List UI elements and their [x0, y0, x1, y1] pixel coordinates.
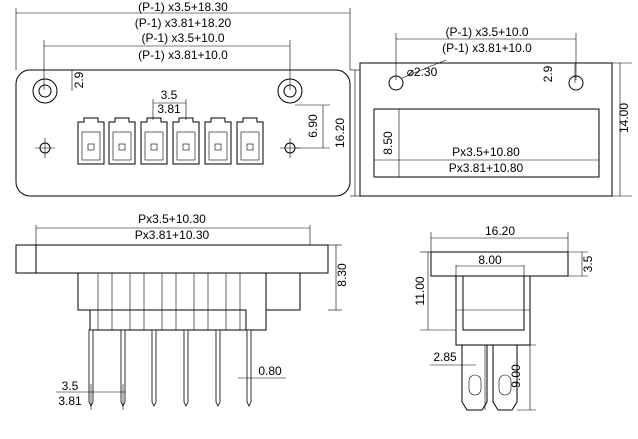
front-dim-side-offset: 6.90: [306, 114, 320, 138]
bottom-dim-width-381: Px3.81+10.30: [135, 228, 210, 242]
cutout-dim-holes-35: (P-1) x3.5+10.0: [445, 25, 528, 39]
side-dim-pin-off: 2.85: [433, 350, 457, 364]
front-view: (P-1) x3.5+18.30 (P-1) x3.81+18.20 (P-1)…: [15, 0, 360, 197]
mount-hole-right: [277, 78, 303, 104]
bottom-pins: [88, 329, 252, 407]
bottom-view: Px3.5+10.30 Px3.81+10.30 8.30: [15, 212, 349, 410]
bottom-housing: [15, 244, 329, 331]
front-dim-pitch-381: 3.81: [157, 102, 181, 116]
cutout-dim-hole-dia: ⌀2.30: [407, 65, 438, 79]
front-dim-overall-381: (P-1) x3.81+18.20: [135, 16, 232, 30]
panel-cutout-view: (P-1) x3.5+10.0 (P-1) x3.81+10.0 ⌀2.30 2…: [359, 25, 632, 197]
front-dim-pitch-35: 3.5: [161, 88, 178, 102]
side-view: 16.20 8.00 3.5 11.00 9.00 2.85: [413, 224, 595, 411]
side-pin-left: [461, 345, 488, 411]
mount-hole-left: [32, 78, 58, 104]
side-dim-width: 16.20: [485, 224, 515, 238]
front-dim-holes-381: (P-1) x3.81+10.0: [138, 48, 228, 62]
side-dim-pin-len: 9.00: [509, 364, 523, 388]
panel-slot: [373, 108, 600, 178]
front-dim-overall-35: (P-1) x3.5+18.30: [138, 0, 228, 14]
cutout-dim-slot-381: Px3.81+10.80: [449, 161, 524, 175]
cutout-dim-holes-381: (P-1) x3.81+10.0: [442, 41, 532, 55]
front-dim-holes-35: (P-1) x3.5+10.0: [141, 31, 224, 45]
bottom-dim-pitch-381: 3.81: [58, 394, 82, 408]
side-body: [455, 276, 531, 346]
bottom-dim-width-35: Px3.5+10.30: [138, 212, 206, 226]
cutout-dim-slot-height: 8.50: [381, 131, 395, 155]
side-pin-right: [492, 345, 518, 411]
front-dim-hole-offset: 2.9: [72, 71, 86, 88]
cutout-dim-slot-35: Px3.5+10.80: [452, 145, 520, 159]
front-flange: [15, 69, 351, 197]
front-dim-height: 16.20: [333, 118, 347, 148]
terminal-cells: [77, 117, 264, 165]
side-flange: [430, 251, 569, 277]
bottom-dim-pin: 0.80: [258, 364, 282, 378]
cutout-dim-hole-offset: 2.9: [541, 65, 555, 82]
cutout-hole-right: [568, 75, 584, 91]
side-dim-top: 3.5: [581, 255, 595, 272]
bottom-dim-pitch-35: 3.5: [62, 379, 79, 393]
side-dim-inner: 8.00: [478, 253, 502, 267]
cutout-dim-height: 14.00: [617, 103, 631, 133]
panel-outline: [359, 62, 613, 197]
side-dim-height: 11.00: [413, 276, 427, 305]
cutout-hole-left: [388, 75, 404, 91]
bottom-dim-height: 8.30: [335, 263, 349, 287]
